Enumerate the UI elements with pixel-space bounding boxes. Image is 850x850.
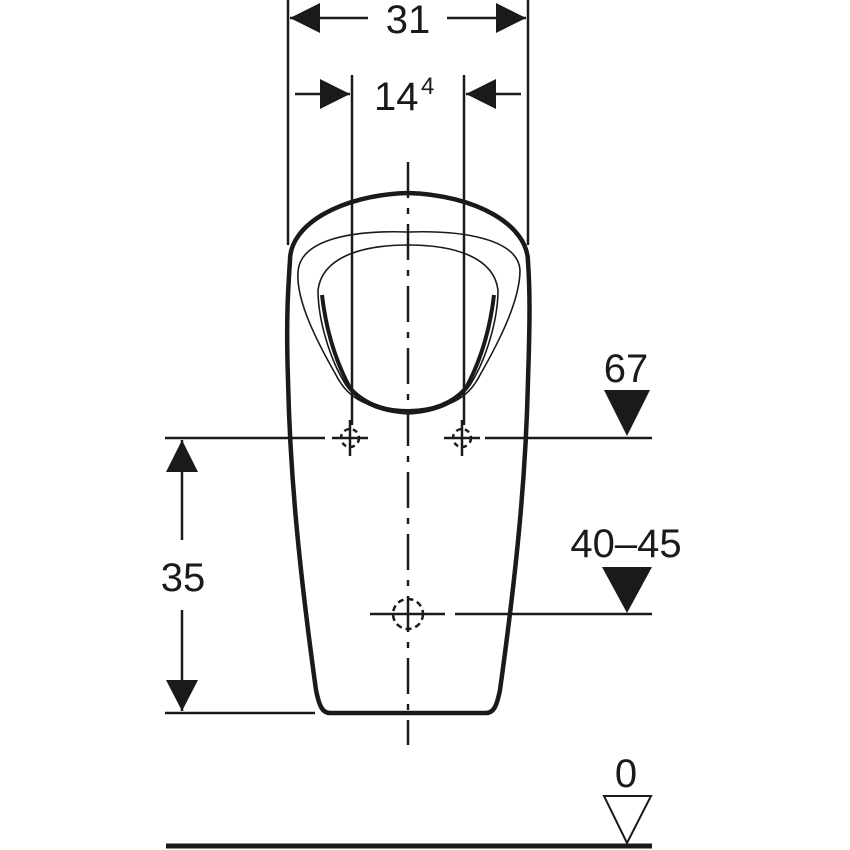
inlet-right-crosshair-icon: [442, 418, 482, 458]
level-marker-filled-icon: [602, 567, 652, 613]
inlet-spacing-superscript: 4: [421, 73, 434, 100]
urinal-bowl-opening: [320, 294, 496, 414]
urinal-body-outline: [284, 190, 532, 716]
dimension-inlet-spacing: 14 4: [295, 73, 521, 425]
outlet-crosshair-icon: [391, 597, 425, 631]
level-inlet: 67: [165, 347, 652, 458]
outlet-level-label: 40–45: [570, 522, 681, 566]
inlet-level-label: 67: [604, 347, 649, 391]
level-marker-filled-icon: [604, 390, 650, 436]
arrow-right-icon: [320, 79, 350, 109]
urinal-rim-inner: [317, 244, 499, 415]
inlet-left-crosshair-icon: [330, 418, 370, 458]
dimension-overall-width: 31: [286, 0, 530, 245]
level-marker-open-icon: [602, 795, 653, 846]
floor-level-label: 0: [615, 752, 637, 796]
overall-width-label: 31: [386, 0, 431, 42]
urinal-rim-outer: [297, 230, 521, 413]
level-outlet: 40–45: [370, 522, 682, 631]
arrow-up-icon: [166, 440, 198, 472]
level-floor: 0: [166, 752, 653, 849]
arrow-right-icon: [496, 3, 526, 33]
arrow-down-icon: [166, 680, 198, 711]
arrow-left-icon: [290, 3, 320, 33]
inlet-to-outlet-label: 35: [161, 556, 206, 600]
arrow-left-icon: [466, 79, 496, 109]
inlet-spacing-label: 14: [374, 75, 419, 119]
dimension-inlet-to-outlet: 35: [161, 440, 315, 715]
